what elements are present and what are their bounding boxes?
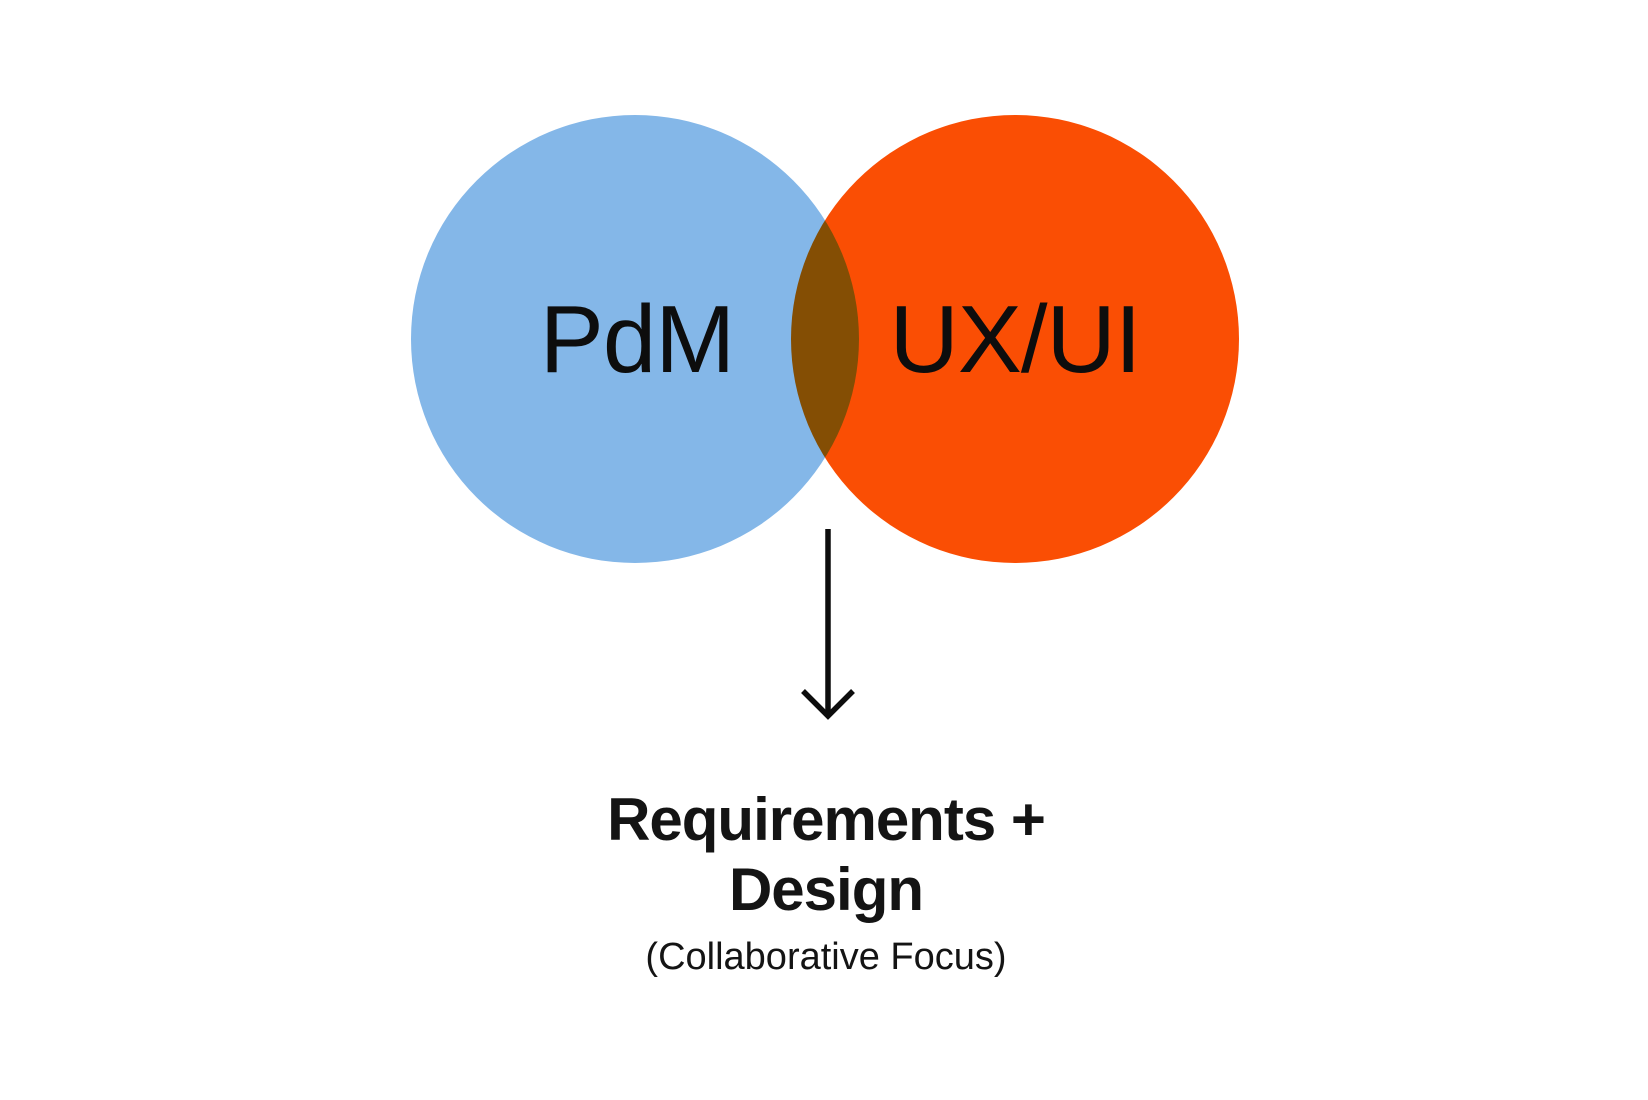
result-title-line1: Requirements +: [607, 786, 1046, 853]
pdm-circle-label: PdM: [539, 286, 735, 393]
venn-circle-pdm: [411, 115, 859, 563]
result-caption: (Collaborative Focus): [645, 936, 1007, 978]
down-arrow-icon: [801, 529, 855, 720]
uxui-circle-label: UX/UI: [889, 286, 1141, 393]
result-title: Requirements + Design: [476, 785, 1176, 925]
result-title-line2: Design: [728, 856, 924, 923]
venn-circle-uxui: [791, 115, 1239, 563]
